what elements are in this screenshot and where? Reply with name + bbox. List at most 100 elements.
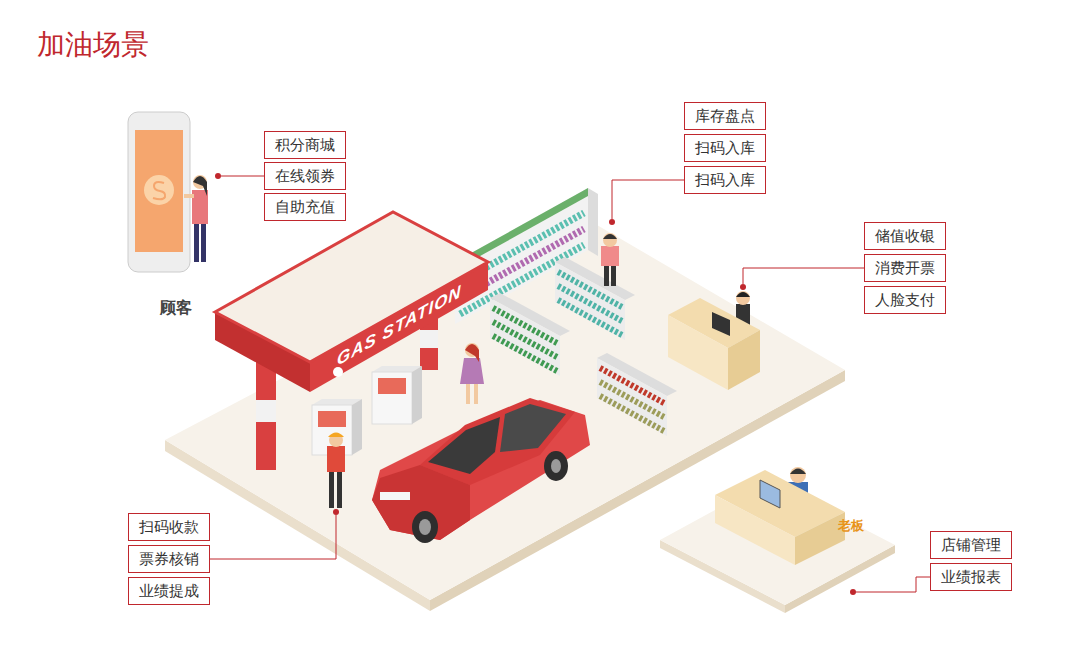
leader-dot [333, 509, 339, 515]
leader-dot [215, 173, 856, 595]
boss-platform [660, 480, 895, 613]
cashier-counter [712, 312, 730, 336]
feature-text: 扫码入库 [695, 171, 755, 189]
feature-box: 储值收银 [864, 222, 946, 250]
feature-text: 在线领券 [275, 167, 335, 185]
fuel-pump [318, 411, 346, 427]
feature-box: 扫码入库 [684, 166, 766, 194]
feature-text: 扫码入库 [695, 139, 755, 157]
feature-text: 库存盘点 [695, 107, 755, 125]
shelf-unit [600, 396, 664, 431]
car [419, 519, 431, 535]
feature-box: 店铺管理 [930, 531, 1012, 559]
feature-box: 库存盘点 [684, 102, 766, 130]
leader-dot [215, 173, 221, 179]
feature-box: 积分商城 [264, 131, 346, 159]
feature-box: 扫码收款 [128, 513, 210, 541]
fuel-pump [352, 399, 362, 455]
back-shelf [588, 188, 598, 256]
diagram-title: 加油场景 [37, 26, 149, 64]
clerk-figure [603, 234, 617, 239]
boss-desk [715, 495, 795, 565]
canopy [215, 212, 488, 362]
shelf-unit [597, 358, 667, 436]
phone-user-figure [193, 176, 207, 196]
feature-text: 自助充值 [275, 198, 335, 216]
feature-text: 票券核销 [139, 550, 199, 568]
leader-line [856, 577, 930, 592]
attendant-figure [327, 433, 345, 509]
canopy [215, 212, 488, 392]
car [412, 511, 438, 543]
clerk-figure [601, 233, 619, 286]
feature-text: 店铺管理 [941, 536, 1001, 554]
phone [135, 130, 183, 252]
shelf-unit [493, 336, 557, 371]
leader-line [221, 176, 264, 177]
role-label: 老板 [838, 517, 864, 535]
clerk-figure [601, 246, 619, 266]
leader-line [743, 268, 864, 284]
boss-desk [790, 467, 806, 483]
phone-user-figure [194, 222, 199, 262]
car [380, 492, 410, 500]
feature-box: 业绩报表 [930, 563, 1012, 591]
customer-figure [460, 343, 484, 404]
attendant-figure [329, 468, 334, 508]
feature-box: 票券核销 [128, 545, 210, 573]
car [500, 404, 566, 452]
leader-line [210, 515, 336, 559]
shelf-unit [555, 257, 635, 340]
leader-line [210, 176, 930, 592]
phone [153, 182, 165, 199]
attendant-figure [327, 446, 345, 472]
shelf-unit [555, 262, 625, 340]
role-label: 顾客 [160, 298, 192, 319]
phone [128, 112, 190, 272]
cashier-counter [728, 330, 760, 390]
feature-box: 人脸支付 [864, 286, 946, 314]
car [420, 398, 575, 485]
feature-text: 积分商城 [275, 136, 335, 154]
feature-text: 业绩提成 [139, 582, 199, 600]
feature-box: 在线领券 [264, 162, 346, 190]
feature-text: 人脸支付 [875, 291, 935, 309]
car [372, 465, 470, 540]
canopy-pillar [256, 400, 276, 422]
cashier-counter [736, 292, 750, 297]
leader-dot [740, 284, 746, 290]
boss-desk [760, 480, 780, 508]
shelf-unit [490, 293, 570, 376]
car [428, 417, 500, 474]
boss-platform [660, 480, 895, 605]
feature-box: 业绩提成 [128, 577, 210, 605]
feature-text: 业绩报表 [941, 568, 1001, 586]
feature-text: 消费开票 [875, 259, 935, 277]
cashier-counter [736, 291, 750, 305]
phone-user-figure [184, 175, 208, 262]
leader-line [612, 180, 684, 219]
boss-desk [795, 512, 845, 565]
phone [144, 175, 174, 205]
car [544, 451, 568, 481]
fuel-pump [412, 366, 422, 424]
shelf-unit [490, 298, 560, 376]
car [372, 398, 590, 543]
customer-figure [465, 344, 479, 362]
customer-figure [460, 358, 484, 384]
feature-box: 自助充值 [264, 193, 346, 221]
feature-text: 储值收银 [875, 227, 935, 245]
phone-user-figure [184, 194, 194, 198]
leader-dot [609, 219, 615, 225]
canopy-pillar [420, 330, 438, 348]
leader-dot [850, 589, 856, 595]
attendant-figure [328, 433, 344, 438]
shelf-unit [597, 353, 677, 436]
boss-desk [790, 469, 806, 475]
fuel-pump [372, 372, 412, 424]
attendant-figure [337, 468, 342, 508]
feature-box: 消费开票 [864, 254, 946, 282]
attendant-figure [329, 433, 343, 447]
car [551, 459, 561, 473]
boss-desk [715, 467, 845, 565]
